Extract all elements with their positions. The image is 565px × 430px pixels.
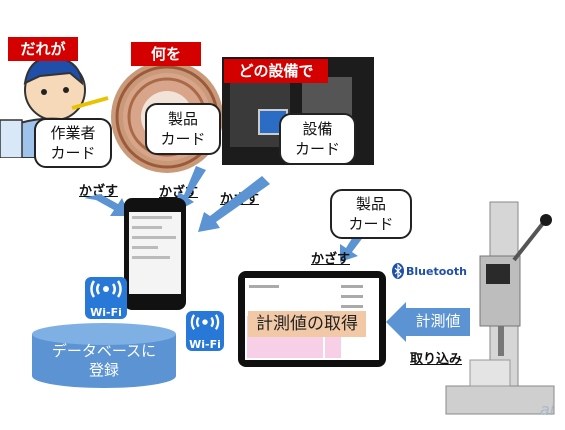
product-card-2-line2: カード [348,215,394,233]
wifi-label-right: Wi-Fi [189,338,221,351]
database-label: データベースに 登録 [30,342,178,380]
wifi-badge-right: Wi-Fi [186,311,224,351]
product-card-2-line1: 製品 [355,195,386,213]
hold-label-worker: かざす [79,184,119,199]
wifi-label-left: Wi-Fi [90,306,122,319]
wifi-icon [190,314,220,330]
wifi-badge-left: Wi-Fi [85,277,127,319]
worker-card: 作業者 カード [34,118,112,168]
smartphone [124,198,186,310]
bluetooth-icon [392,263,404,279]
product-card-line2: カード [160,130,206,148]
tag-who: だれが [8,37,78,61]
worker-card-line1: 作業者 [50,124,96,142]
equipment-card-line2: カード [294,140,340,158]
wifi-icon [90,280,122,298]
bluetooth-logo: Bluetooth [392,263,467,279]
tag-what: 何を [131,42,201,66]
worker-card-line2: カード [50,144,96,162]
bluetooth-label: Bluetooth [406,264,467,278]
measuring-stand-image [445,201,555,415]
tablet: 計測値の取得 [238,271,386,367]
database-cylinder [32,323,176,388]
measure-arrow-shape [386,302,470,342]
hold-label-tablet: かざす [311,252,351,267]
product-card: 製品 カード [145,103,221,155]
capture-label: 取り込み [410,352,463,367]
arrow-card-to-tablet [340,232,364,262]
equipment-card-line1: 設備 [302,120,333,138]
tablet-center-label: 計測値の取得 [248,311,366,337]
measure-arrow-label: 計測値 [415,312,461,330]
smartphone-screen [129,212,181,294]
equipment-card: 設備 カード [279,113,356,165]
database-label-line2: 登録 [88,361,119,379]
watermark-ai: ai [540,400,555,419]
product-card-2: 製品 カード [330,189,412,239]
arrow-equipment-to-phone [198,176,270,232]
database-label-line1: データベースに [51,342,157,360]
tag-which-equipment: どの設備で [224,59,328,83]
arrow-worker-to-phone [84,194,130,216]
product-card-line1: 製品 [167,110,198,128]
